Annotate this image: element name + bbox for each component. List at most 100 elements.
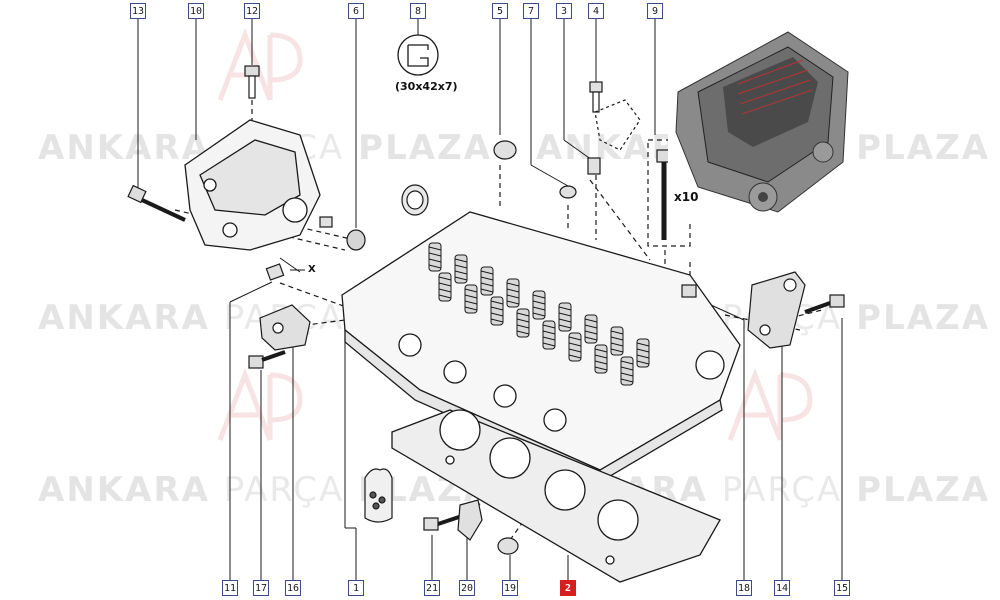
valve-spring-coil: [620, 378, 634, 383]
seal-ring: [401, 184, 429, 216]
valve-spring-coil: [636, 342, 650, 347]
valve-spring: [480, 266, 494, 296]
callout-19[interactable]: 19: [502, 580, 518, 596]
valve-spring-coil: [428, 252, 442, 257]
valve-spring-coil: [620, 372, 634, 377]
seal-symbol: [397, 34, 439, 76]
valve-spring-coil: [464, 288, 478, 293]
callout-20[interactable]: 20: [459, 580, 475, 596]
callout-3[interactable]: 3: [556, 3, 572, 19]
valve-spring-coil: [454, 276, 468, 281]
valve-springs: [428, 242, 650, 386]
valve-spring-coil: [620, 360, 634, 365]
axis-marker: [279, 257, 305, 273]
valve-spring-coil: [542, 324, 556, 329]
valve-spring-coil: [542, 342, 556, 347]
valve-spring: [506, 278, 520, 308]
callout-2-highlighted[interactable]: 2: [560, 580, 576, 596]
valve-spring-coil: [454, 258, 468, 263]
valve-spring: [620, 356, 634, 386]
callout-9[interactable]: 9: [647, 3, 663, 19]
valve-spring-coil: [558, 318, 572, 323]
valve-spring: [610, 326, 624, 356]
valve-spring-coil: [620, 366, 634, 371]
valve-spring-coil: [454, 264, 468, 269]
valve-spring: [454, 254, 468, 284]
valve-spring-coil: [464, 300, 478, 305]
callout-15[interactable]: 15: [834, 580, 850, 596]
bracket-10: [184, 119, 321, 251]
callout-16[interactable]: 16: [285, 580, 301, 596]
callout-4[interactable]: 4: [588, 3, 604, 19]
valve-spring-coil: [438, 288, 452, 293]
valve-spring-coil: [490, 300, 504, 305]
callout-13[interactable]: 13: [130, 3, 146, 19]
bolt-13: [127, 184, 186, 222]
valve-spring-coil: [558, 324, 572, 329]
callout-6[interactable]: 6: [348, 3, 364, 19]
valve-spring-coil: [584, 318, 598, 323]
valve-spring-coil: [594, 354, 608, 359]
valve-spring-coil: [568, 342, 582, 347]
valve-spring: [438, 272, 452, 302]
valve-spring-coil: [584, 324, 598, 329]
valve-spring: [464, 284, 478, 314]
callout-12[interactable]: 12: [244, 3, 260, 19]
valve-spring-coil: [584, 336, 598, 341]
callout-5[interactable]: 5: [492, 3, 508, 19]
callout-10[interactable]: 10: [188, 3, 204, 19]
head-gasket-2: [391, 409, 721, 583]
valve-spring-coil: [636, 354, 650, 359]
valve-spring: [516, 308, 530, 338]
seal-size-label: (30x42x7): [395, 80, 458, 93]
valve-spring: [428, 242, 442, 272]
valve-spring-coil: [636, 348, 650, 353]
callout-11[interactable]: 11: [222, 580, 238, 596]
valve-spring: [558, 302, 572, 332]
valve-spring-coil: [532, 294, 546, 299]
valve-spring-coil: [594, 348, 608, 353]
valve-spring-coil: [558, 312, 572, 317]
valve-spring-coil: [558, 306, 572, 311]
valve-spring-coil: [610, 330, 624, 335]
valve-spring-coil: [506, 294, 520, 299]
callout-18[interactable]: 18: [736, 580, 752, 596]
valve-spring-coil: [428, 258, 442, 263]
valve-spring-coil: [542, 330, 556, 335]
small-parts-left: [248, 263, 311, 369]
callout-21[interactable]: 21: [424, 580, 440, 596]
callout-7[interactable]: 7: [523, 3, 539, 19]
valve-spring-coil: [480, 282, 494, 287]
parts-bag-1: [364, 468, 393, 523]
callout-8[interactable]: 8: [410, 3, 426, 19]
plug-6: [319, 216, 366, 251]
bolt-quantity-label: x10: [674, 190, 699, 204]
valve-spring-coil: [568, 348, 582, 353]
valve-spring-coil: [490, 318, 504, 323]
valve-spring-coil: [480, 288, 494, 293]
valve-spring-coil: [464, 306, 478, 311]
valve-spring-coil: [490, 306, 504, 311]
valve-spring-coil: [636, 360, 650, 365]
callout-14[interactable]: 14: [774, 580, 790, 596]
callout-1[interactable]: 1: [348, 580, 364, 596]
valve-spring-coil: [594, 360, 608, 365]
valve-spring-coil: [542, 336, 556, 341]
valve-spring-coil: [438, 276, 452, 281]
valve-spring-coil: [568, 354, 582, 359]
valve-spring-coil: [516, 318, 530, 323]
valve-spring: [490, 296, 504, 326]
valve-spring-coil: [464, 294, 478, 299]
valve-spring-coil: [490, 312, 504, 317]
callout-17[interactable]: 17: [253, 580, 269, 596]
valve-spring-coil: [532, 312, 546, 317]
small-parts-bottom: [423, 499, 519, 555]
valve-spring-coil: [506, 288, 520, 293]
axis-marker-label: X: [308, 264, 316, 275]
valve-spring-coil: [532, 306, 546, 311]
valve-spring-coil: [506, 300, 520, 305]
valve-spring-coil: [428, 246, 442, 251]
valve-spring: [594, 344, 608, 374]
